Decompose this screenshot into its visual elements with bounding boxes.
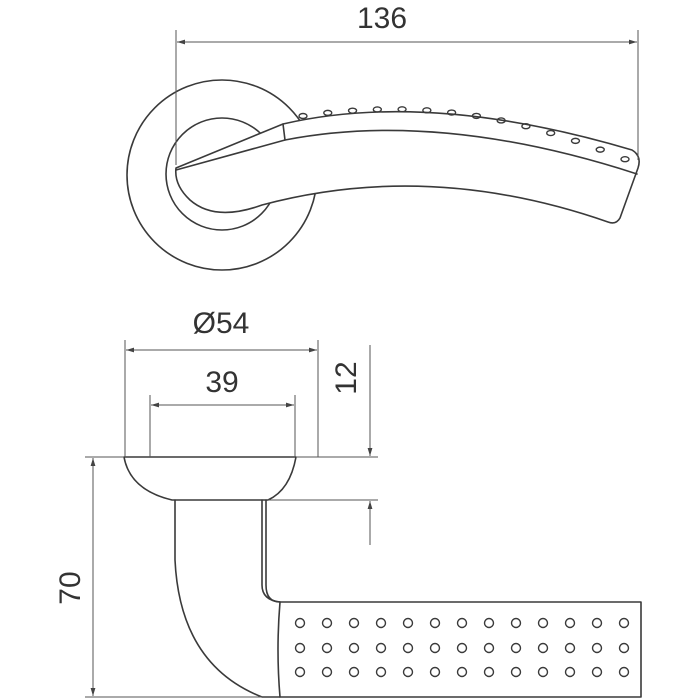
decorative-dot [321,642,333,654]
dimension-12: 12 [268,345,378,545]
decorative-dot [564,617,576,629]
lever-side-dots [294,617,630,678]
decorative-dot [321,617,333,629]
dimension-12-label: 12 [330,361,363,394]
decorative-dot [545,129,556,137]
dimension-diameter-54: Ø54 [124,307,319,457]
decorative-dot [521,123,531,130]
decorative-dot [429,617,441,629]
decorative-dot [375,617,387,629]
decorative-dot [446,109,457,116]
decorative-dot [456,642,468,654]
decorative-dot [294,666,306,678]
decorative-dot [510,666,522,678]
decorative-dot [537,617,549,629]
decorative-dot [618,642,630,654]
decorative-dot [402,617,414,629]
lever-neck-line [261,499,281,603]
decorative-dot [618,617,630,629]
decorative-dot [372,106,383,113]
decorative-dot [323,109,333,117]
decorative-dot [496,117,506,124]
decorative-dot [570,137,581,145]
decorative-dot [375,666,387,678]
decorative-dot [471,112,482,120]
decorative-dot [347,107,358,114]
dimension-54-label: Ø54 [193,307,250,340]
decorative-dot [564,642,576,654]
decorative-dot [483,666,495,678]
decorative-dot [456,666,468,678]
decorative-dot [456,617,468,629]
decorative-dot [620,156,630,163]
decorative-dot [375,642,387,654]
decorative-dot [294,642,306,654]
lever-profile [174,499,642,698]
dimension-70: 70 [54,456,262,698]
decorative-dot [298,112,308,120]
side-view [123,456,642,698]
decorative-dot [510,642,522,654]
rose-profile [123,456,297,501]
decorative-dot [510,617,522,629]
decorative-dot [294,617,306,629]
decorative-dot [618,666,630,678]
decorative-dot [483,617,495,629]
decorative-dot [591,617,603,629]
decorative-dot [537,666,549,678]
dimension-39: 39 [149,366,296,457]
dimension-136-label: 136 [357,2,407,35]
decorative-dot [591,642,603,654]
decorative-dot [537,642,549,654]
dimension-70-label: 70 [54,571,87,604]
decorative-dot [591,666,603,678]
decorative-dot [348,617,360,629]
decorative-dot [348,666,360,678]
dimension-39-label: 39 [205,366,238,399]
decorative-dot [595,146,605,153]
lever-grip-edge [277,601,281,698]
decorative-dot [402,642,414,654]
decorative-dot [397,106,407,113]
decorative-dot [483,642,495,654]
lever-top-dots [298,106,630,163]
decorative-dot [429,642,441,654]
decorative-dot [402,666,414,678]
top-view [126,79,640,271]
decorative-dot [348,642,360,654]
lever-band-line [284,129,638,175]
decorative-dot [564,666,576,678]
decorative-dot [422,107,432,114]
decorative-dot [321,666,333,678]
decorative-dot [429,666,441,678]
dimension-136: 136 [175,2,639,165]
lever-body [174,110,640,224]
